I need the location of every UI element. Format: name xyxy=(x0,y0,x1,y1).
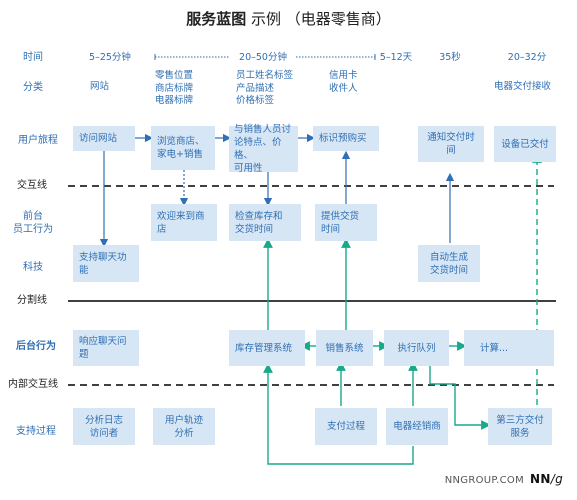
support-analytics-line1: 分析日志 xyxy=(84,414,123,426)
time-1: 5–25分钟 xyxy=(89,52,131,63)
backstage-calculate: 计算... xyxy=(464,330,554,366)
row-label-technology: 科技 xyxy=(23,262,43,273)
technology-auto-line2: 交货时间 xyxy=(429,264,468,276)
support-appliance-dealer: 电器经销商 xyxy=(386,408,448,445)
journey-visit-website: 访问网站 xyxy=(73,126,135,151)
teal-b4-s5 xyxy=(429,366,491,430)
time-5: 20–32分 xyxy=(507,52,547,63)
backstage-respond-chat: 响应聊天问题 xyxy=(73,330,139,366)
technology-auto-line1: 自动生成 xyxy=(429,251,468,263)
row-label-internal-line: 内部交互线 xyxy=(8,379,58,390)
teal-s4-b2 xyxy=(263,363,414,465)
row-label-time: 时间 xyxy=(23,52,43,63)
row-label-support: 支持过程 xyxy=(16,426,56,437)
page-title: 服务蓝图 示例 （电器零售商） xyxy=(0,8,577,29)
journey-notify-delivery: 通知交付时间 xyxy=(418,126,484,162)
backstage-execution-queue: 执行队列 xyxy=(384,330,449,366)
backstage-sales-system: 销售系统 xyxy=(316,330,373,366)
time-4: 35秒 xyxy=(439,52,461,63)
category-2-line2: 商店标牌 xyxy=(155,82,194,94)
time-2: 20–50分钟 xyxy=(230,51,296,64)
journey-browse-store: 浏览商店、 家电+销售 xyxy=(151,126,215,170)
journey-browse-line2: 家电+销售 xyxy=(157,149,203,160)
category-3-line3: 价格标签 xyxy=(236,95,275,106)
row-label-frontstage: 前台 员工行为 xyxy=(8,210,58,236)
frontstage-provide-line2: 时间 xyxy=(321,223,341,235)
logo-g: /g xyxy=(550,472,563,486)
frontstage-welcome: 欢迎来到商店 xyxy=(151,204,217,241)
journey-discuss-line1: 与销售人员讨 xyxy=(234,124,292,135)
support-tracking-line2: 分析 xyxy=(174,427,194,439)
category-2: 零售位置 商店标牌 电器标牌 xyxy=(155,70,193,108)
time-3: 5–12天 xyxy=(379,52,413,63)
row-label-journey: 用户旅程 xyxy=(18,135,58,146)
journey-browse-line1: 浏览商店、 xyxy=(157,136,205,147)
row-label-interaction-line: 交互线 xyxy=(17,180,47,191)
title-main: 服务蓝图 xyxy=(186,10,247,28)
frontstage-label-line1: 前台 xyxy=(23,211,43,222)
category-4-line2: 收件人 xyxy=(329,82,358,94)
support-third-party-delivery: 第三方交付 服务 xyxy=(488,408,552,445)
backstage-inventory-system: 库存管理系统 xyxy=(229,330,305,366)
category-3-line1: 员工姓名标签 xyxy=(236,70,294,81)
category-2-line3: 电器标牌 xyxy=(155,95,194,106)
journey-discuss-sales: 与销售人员讨 论特点、价格、 可用性 xyxy=(229,124,298,174)
support-third-party-line2: 服务 xyxy=(510,427,530,439)
journey-delivered: 设备已交付 xyxy=(494,126,556,162)
journey-discuss-line3: 可用性 xyxy=(234,163,263,174)
category-2-line1: 零售位置 xyxy=(155,70,194,81)
support-payment: 支付过程 xyxy=(315,408,377,445)
nng-logo: NN/g xyxy=(530,472,563,486)
journey-preorder: 标识预购买 xyxy=(313,126,379,151)
support-third-party-line1: 第三方交付 xyxy=(496,414,544,426)
footer-brand: NNGROUP.COM NN/g xyxy=(445,472,563,486)
category-3-line2: 产品描述 xyxy=(236,82,275,94)
support-analytics-log: 分析日志 访问者 xyxy=(73,408,135,445)
technology-chat-support: 支持聊天功能 xyxy=(73,245,139,282)
support-user-tracking: 用户轨迹 分析 xyxy=(153,408,215,445)
frontstage-check-inventory: 检查库存和 交货时间 xyxy=(229,204,301,241)
category-3: 员工姓名标签 产品描述 价格标签 xyxy=(236,70,293,108)
frontstage-check-line2: 交货时间 xyxy=(235,223,274,235)
support-tracking-line1: 用户轨迹 xyxy=(164,414,203,426)
frontstage-label-line2: 员工行为 xyxy=(13,224,53,235)
footer-site: NNGROUP.COM xyxy=(444,475,525,486)
logo-nn: NN xyxy=(530,472,551,486)
frontstage-check-line1: 检查库存和 xyxy=(235,210,283,222)
row-label-visibility: 分割线 xyxy=(17,295,47,306)
category-4-line1: 信用卡 xyxy=(329,70,358,81)
frontstage-provide-delivery: 提供交货 时间 xyxy=(315,204,377,241)
frontstage-provide-line1: 提供交货 xyxy=(321,210,360,222)
category-1: 网站 xyxy=(90,81,110,92)
row-label-backstage: 后台行为 xyxy=(16,341,56,352)
journey-discuss-line2: 论特点、价格、 xyxy=(234,137,282,161)
row-label-category: 分类 xyxy=(23,82,43,93)
category-5: 电器交付接收 xyxy=(494,81,552,92)
support-analytics-line2: 访问者 xyxy=(89,427,119,439)
title-sub: 示例 （电器零售商） xyxy=(251,10,391,28)
technology-auto-delivery: 自动生成 交货时间 xyxy=(418,245,480,282)
category-4: 信用卡 收件人 xyxy=(329,70,358,95)
